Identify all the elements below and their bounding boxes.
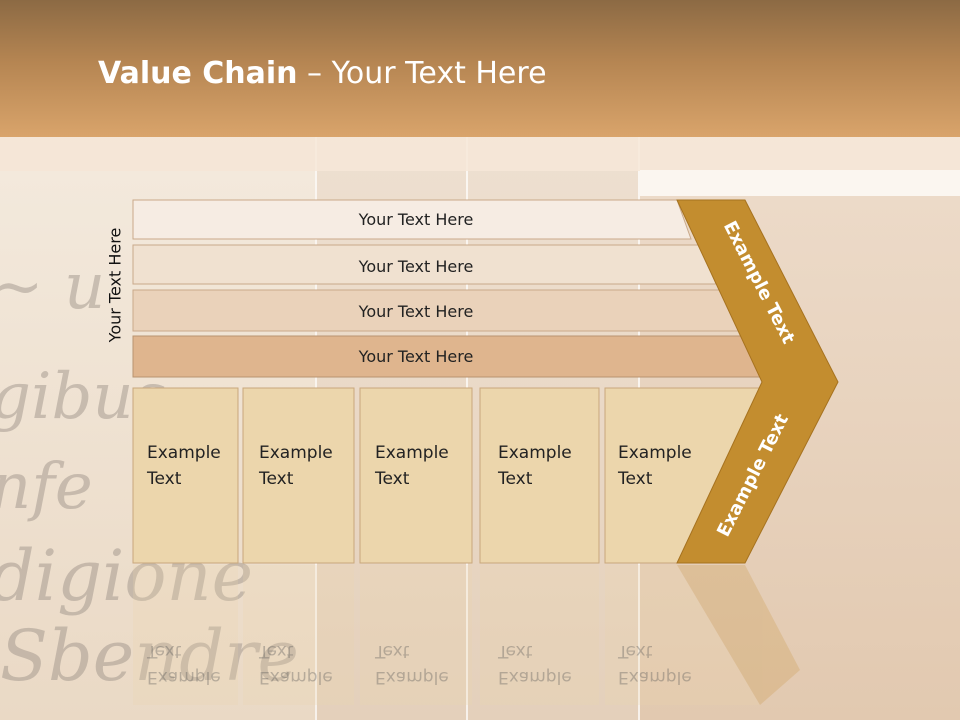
reflection-label: Text — [497, 641, 533, 661]
background-handwriting: ~ u — [0, 250, 106, 324]
reflection-label: Text — [617, 641, 653, 661]
background-stripe — [0, 137, 960, 171]
reflection-label: Example — [147, 667, 221, 687]
row-4-label: Your Text Here — [358, 347, 474, 366]
column-4-line2: Text — [497, 469, 533, 489]
slide-title: Value Chain – Your Text Here — [98, 56, 547, 91]
row-1-label: Your Text Here — [358, 210, 474, 229]
column-2-line2: Text — [258, 469, 294, 489]
column-4-line1: Example — [498, 443, 572, 463]
column-5-line1: Example — [618, 443, 692, 463]
column-2-line1: Example — [259, 443, 333, 463]
reflection-box — [133, 565, 238, 705]
background-band — [640, 170, 960, 196]
column-1-line2: Text — [146, 469, 182, 489]
column-box-2 — [242, 387, 355, 564]
column-box-1 — [132, 387, 239, 564]
column-box-3 — [359, 387, 473, 564]
column-3-line2: Text — [374, 469, 410, 489]
row-2-label: Your Text Here — [358, 257, 474, 276]
column-1-line1: Example — [147, 443, 221, 463]
row-1 — [132, 199, 692, 240]
reflection-label: Text — [146, 641, 182, 661]
column-5-line2: Text — [617, 469, 653, 489]
row-3-label: Your Text Here — [358, 302, 474, 321]
reflection-label: Text — [258, 641, 294, 661]
reflection-box — [243, 565, 354, 705]
column-3-line1: Example — [375, 443, 449, 463]
background-handwriting: Sbendre — [0, 615, 299, 697]
reflection-label: Example — [259, 667, 333, 687]
header-bar — [0, 0, 960, 137]
reflection-arrow — [677, 565, 800, 705]
reflection-label: Text — [374, 641, 410, 661]
diagram-reflection — [133, 565, 800, 705]
reflection-box — [605, 565, 760, 705]
column-box-4 — [479, 387, 600, 564]
reflection-box — [360, 565, 472, 705]
reflection-box — [480, 565, 599, 705]
title-rest: – Your Text Here — [297, 56, 547, 91]
title-bold: Value Chain — [98, 56, 298, 91]
reflection-label: Example — [375, 667, 449, 687]
reflection-label: Example — [618, 667, 692, 687]
background-handwriting: nfe — [0, 450, 93, 524]
reflection-label: Example — [498, 667, 572, 687]
arrow-head — [676, 199, 839, 564]
